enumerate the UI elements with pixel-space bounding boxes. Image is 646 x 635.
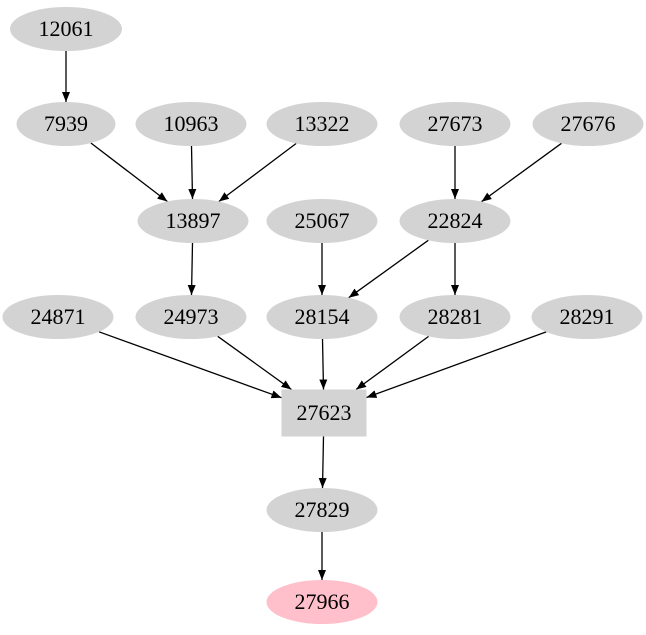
graph-edge-24973-27623 <box>217 335 292 391</box>
node-label: 27676 <box>561 111 616 136</box>
node-ellipse-shape <box>135 102 247 146</box>
node-box-shape <box>281 389 367 437</box>
node-ellipse-shape <box>2 295 114 339</box>
node-ellipse-shape <box>16 102 116 146</box>
graph-edge-10963-13897 <box>188 145 197 200</box>
graph-node-25067: 25067 <box>266 199 378 243</box>
graph-edge-28291-27623 <box>366 331 547 399</box>
node-label: 10963 <box>164 111 219 136</box>
graph-node-24871: 24871 <box>2 295 114 339</box>
graph-node-22824: 22824 <box>399 199 511 243</box>
node-label: 27829 <box>295 497 350 522</box>
edges-layer <box>62 51 562 580</box>
node-ellipse-shape <box>399 295 511 339</box>
node-label: 27966 <box>295 589 350 614</box>
node-label: 22824 <box>428 208 483 233</box>
node-ellipse-shape <box>399 199 511 243</box>
graph-edge-28281-27623 <box>355 335 429 391</box>
node-ellipse-shape <box>135 295 247 339</box>
node-label: 27673 <box>428 111 483 136</box>
graph-node-27673: 27673 <box>399 102 511 146</box>
graph-node-27829: 27829 <box>266 488 378 532</box>
graph-node-7939: 7939 <box>16 102 116 146</box>
node-label: 24973 <box>164 304 219 329</box>
node-ellipse-shape <box>531 295 643 339</box>
graph-node-24973: 24973 <box>135 295 247 339</box>
node-ellipse-shape <box>266 580 378 624</box>
graph-edge-22824-28154 <box>348 239 429 299</box>
graph-node-13322: 13322 <box>266 102 378 146</box>
graph-edge-27623-27829 <box>318 436 327 489</box>
graph-edge-13897-24973 <box>187 242 196 296</box>
node-label: 7939 <box>44 111 88 136</box>
node-ellipse-shape <box>266 199 378 243</box>
nodes-layer: 12061 7939 10963 13322 27673 27676 13897 25067 2… <box>2 7 644 624</box>
node-label: 24871 <box>31 304 86 329</box>
node-label: 28154 <box>295 304 350 329</box>
graph-node-13897: 13897 <box>137 199 249 243</box>
node-ellipse-shape <box>137 199 249 243</box>
node-ellipse-shape <box>266 488 378 532</box>
graph-node-27966: 27966 <box>266 580 378 624</box>
node-ellipse-shape <box>399 102 511 146</box>
node-ellipse-shape <box>532 102 644 146</box>
graph-node-10963: 10963 <box>135 102 247 146</box>
node-ellipse-shape <box>266 295 378 339</box>
graph-edge-7939-13897 <box>90 142 168 203</box>
node-label: 28281 <box>428 304 483 329</box>
node-label: 28291 <box>560 304 615 329</box>
node-label: 13322 <box>295 111 350 136</box>
node-label: 27623 <box>297 400 352 425</box>
node-label: 13897 <box>166 208 221 233</box>
node-ellipse-shape <box>10 7 122 51</box>
node-ellipse-shape <box>266 102 378 146</box>
node-label: 12061 <box>39 16 94 41</box>
graph-node-12061: 12061 <box>10 7 122 51</box>
graph-edge-27676-22824 <box>481 142 562 203</box>
graph-node-28154: 28154 <box>266 295 378 339</box>
graph-edge-13322-13897 <box>218 142 297 203</box>
graph-node-27676: 27676 <box>532 102 644 146</box>
graph-node-28291: 28291 <box>531 295 643 339</box>
node-label: 25067 <box>295 208 350 233</box>
graph-edge-28154-27623 <box>319 338 328 390</box>
graph-node-28281: 28281 <box>399 295 511 339</box>
graph-edge-24871-27623 <box>98 331 282 399</box>
graph-node-27623: 27623 <box>281 389 367 437</box>
